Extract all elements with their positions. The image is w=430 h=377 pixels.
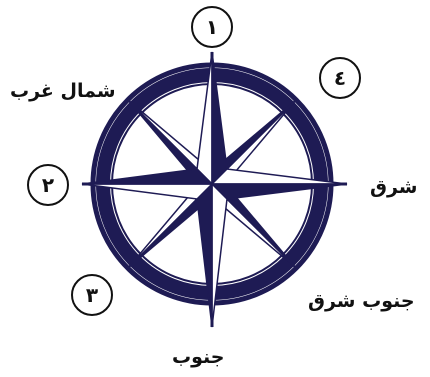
marker-north: ١ <box>191 6 233 48</box>
cardinal-points <box>82 52 347 327</box>
marker-west-number: ٢ <box>42 175 54 195</box>
label-east: شرق <box>370 178 418 197</box>
marker-southwest: ٣ <box>71 274 113 316</box>
marker-north-number: ١ <box>206 17 218 37</box>
label-northwest: شمال غرب <box>10 82 116 101</box>
marker-northeast: ٤ <box>319 57 361 99</box>
marker-northeast-number: ٤ <box>334 68 346 88</box>
label-south: جنوب <box>172 348 224 367</box>
marker-southwest-number: ٣ <box>86 285 98 305</box>
marker-west: ٢ <box>27 164 69 206</box>
label-southeast: جنوب شرق <box>308 292 415 311</box>
